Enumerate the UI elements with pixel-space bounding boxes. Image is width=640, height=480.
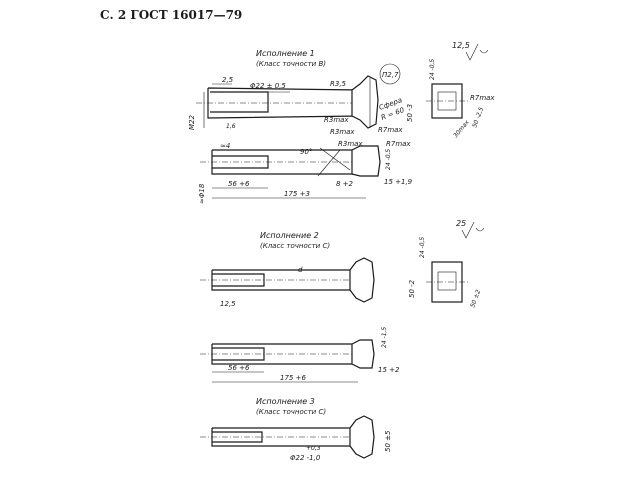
variant1-roughness-icon <box>465 43 489 61</box>
variant1-dim-1-6: 1,6 <box>226 123 236 130</box>
variant2-dim-50: 50 -2 <box>408 279 416 298</box>
variant1-dim-m22: M22 <box>188 115 196 130</box>
view2-dim-r7max: R7max <box>386 140 411 148</box>
variant2-dim-15: 15 +2 <box>378 366 400 374</box>
variant1-dim-r7max-b: R7max <box>470 94 495 102</box>
variant2-dim-24: 24 -0,5 <box>419 237 426 258</box>
variant1-dim-30max: 30max <box>452 119 471 140</box>
variant1-roughness: 12,5 <box>452 41 470 50</box>
view2-dim-175: 175 +3 <box>284 190 310 198</box>
variant2-side-view: 24 -1,5 56 +6 175 +6 15 +2 <box>200 327 400 383</box>
view2-dim-56: 56 +6 <box>228 180 250 188</box>
variant3-title: Исполнение 3 <box>256 397 315 406</box>
variant2-roughness: 25 <box>456 219 466 228</box>
variant1-dim-r3-5: R3,5 <box>330 80 347 88</box>
variant2-side-head <box>351 339 375 369</box>
variant1-dim-2-5: 2,5 <box>222 76 234 84</box>
variant1-shaft <box>207 87 361 119</box>
variant1-dim-r7max: R7max <box>378 126 403 134</box>
variant2-subtitle: (Класс точности С) <box>260 242 330 250</box>
variant1-end-view <box>431 83 463 119</box>
page-header: С. 2 ГОСТ 16017—79 <box>100 8 243 22</box>
view2-head <box>351 145 381 177</box>
view2-dim-24: 24 -0,5 <box>385 149 392 170</box>
variant1-detail-label: П2,7 <box>382 71 399 79</box>
variant3-head <box>349 415 375 459</box>
view2-dim-phi18: ≈Φ18 <box>198 183 206 204</box>
variant3-subtitle: (Класс точности С) <box>256 408 326 416</box>
variant1-dim-r3max-b: R3max <box>330 128 355 136</box>
variant1-subtitle: (Класс точности В) <box>256 60 326 68</box>
variant1-title: Исполнение 1 <box>256 49 315 58</box>
view2-dim-r3max: R3max <box>338 140 363 148</box>
variant1-head <box>351 75 379 129</box>
variant1-detail-circle <box>379 63 401 85</box>
view2-dim-4: ≈4 <box>220 142 230 150</box>
variant1-dim-50b: 50 -2,5 <box>471 106 485 129</box>
variant2-end-view <box>431 261 463 303</box>
variant2-dim-175: 175 +6 <box>280 374 306 382</box>
view2-dim-90: 90° <box>300 148 312 156</box>
variant3-shaft <box>211 427 352 447</box>
variant1-dim-50: 50 -3 <box>406 104 414 122</box>
variant3-dim-phi22-sup: +0,3 <box>306 445 321 452</box>
variant3-dim-phi22: Φ22 -1,0 <box>290 454 321 462</box>
variant2-dim-50b: 50 ±2 <box>469 289 482 309</box>
variant2-roughness-icon <box>461 221 485 239</box>
variant1-dim-r3max-a: R3max <box>324 116 349 124</box>
variant1-dim-24: 24 -0,5 <box>429 59 436 80</box>
variant2-dim-d: d <box>298 266 303 274</box>
variant2-roughness-shaft: 12,5 <box>220 300 236 308</box>
view2-dim-15: 15 +1,9 <box>384 178 413 186</box>
view2-dim-8: 8 +2 <box>336 180 354 188</box>
variant1-view: Исполнение 1 (Класс точности В) 2,5 Φ22 … <box>188 41 495 139</box>
variant2-title: Исполнение 2 <box>260 231 319 240</box>
variant2-dim-56: 56 +6 <box>228 364 250 372</box>
variant3-dim-50: 50 ±5 <box>384 430 392 452</box>
variant2-view: Исполнение 2 (Класс точности С) d 12,5 2… <box>200 219 485 309</box>
variant2-head <box>349 257 375 303</box>
variant2-dim-24b: 24 -1,5 <box>381 327 388 348</box>
variant1-side-view: ≈4 90° R3max R7max 8 +2 15 +1,9 24 -0,5 … <box>198 140 413 204</box>
variant3-view: Исполнение 3 (Класс точности С) Φ22 -1,0… <box>200 397 392 462</box>
variant1-dim-phi22: Φ22 ± 0,5 <box>250 82 286 90</box>
